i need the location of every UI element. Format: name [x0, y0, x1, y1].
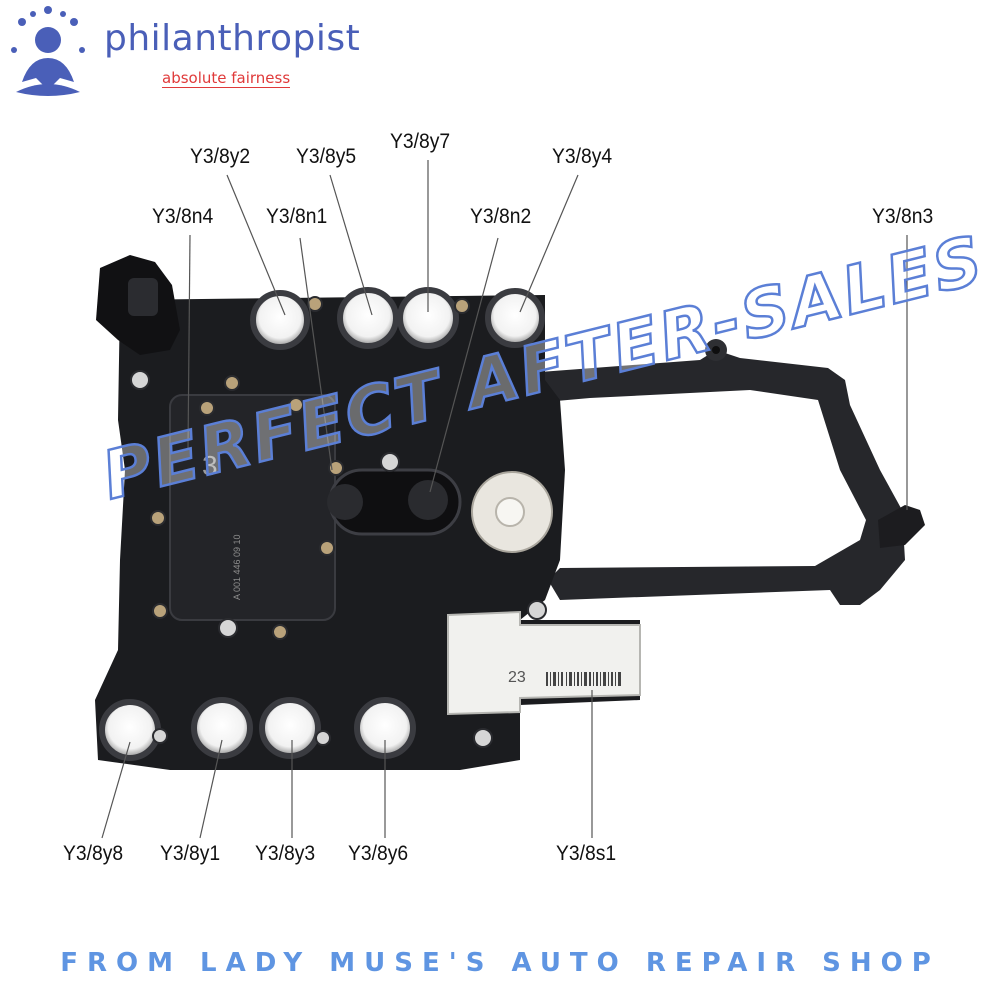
solenoid-bore-y3-8y8 [99, 699, 161, 761]
solenoid-bore-y3-8y1 [191, 697, 253, 759]
mounting-bracket [540, 339, 925, 605]
svg-text:A 001 446 09 10: A 001 446 09 10 [232, 534, 242, 600]
label-y3-8y7: Y3/8y7 [390, 130, 451, 153]
label-y3-8y8: Y3/8y8 [63, 842, 124, 865]
label-y3-8y3: Y3/8y3 [255, 842, 316, 865]
label-y3-8y2: Y3/8y2 [190, 145, 251, 168]
bottom-solenoid-bores [99, 697, 416, 761]
solenoid-bore-y3-8y5 [337, 287, 399, 349]
solenoid-bore-y3-8y4 [485, 288, 545, 348]
label-y3-8n2: Y3/8n2 [470, 205, 532, 228]
meditating-figure-icon [11, 6, 85, 96]
mounting-screws [150, 296, 470, 640]
label-y3-8s1: Y3/8s1 [556, 842, 617, 865]
speed-sensor-gear [471, 471, 553, 553]
steel-bushings [130, 370, 547, 748]
label-y3-8y4: Y3/8y4 [552, 145, 613, 168]
label-y3-8y5: Y3/8y5 [296, 145, 357, 168]
brand-tagline: absolute fairness [162, 69, 291, 88]
label-y3-8n4: Y3/8n4 [152, 205, 214, 228]
label-y3-8n1: Y3/8n1 [266, 205, 328, 228]
brand-name: philanthropist [104, 18, 361, 59]
label-y3-8y1: Y3/8y1 [160, 842, 221, 865]
solenoid-bore-y3-8y2 [250, 290, 310, 350]
label-y3-8y6: Y3/8y6 [348, 842, 409, 865]
leader-lines [101, 160, 908, 839]
position-sensor-y3-8s1: 23 [447, 610, 641, 716]
label-y3-8n3: Y3/8n3 [872, 205, 934, 228]
solenoid-bore-y3-8y3 [259, 697, 321, 759]
sensor-number: 23 [508, 669, 526, 686]
footer-caption: FROM LADY MUSE'S AUTO REPAIR SHOP [60, 948, 940, 978]
svg-text:3: 3 [202, 450, 218, 481]
